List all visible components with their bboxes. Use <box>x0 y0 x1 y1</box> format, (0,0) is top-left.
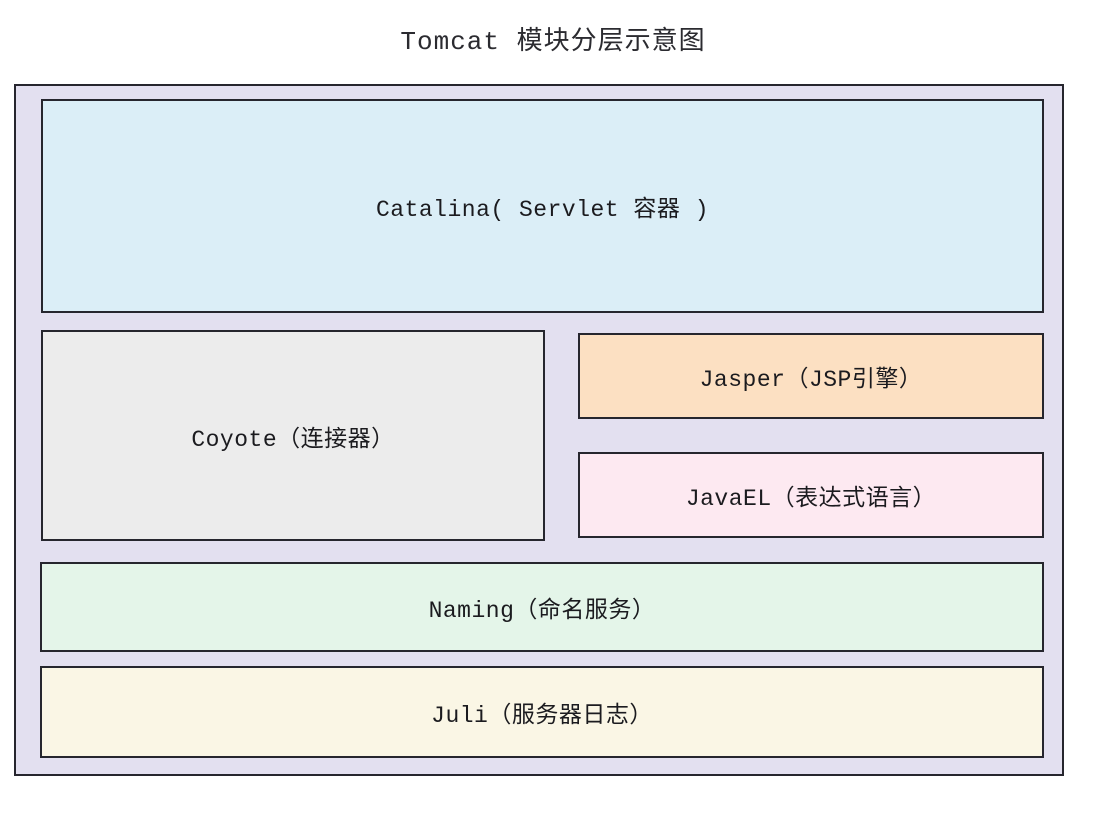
module-box-coyote: Coyote（连接器） <box>41 330 545 541</box>
module-box-naming: Naming（命名服务） <box>40 562 1044 652</box>
module-label-jasper: Jasper（JSP引擎） <box>699 367 923 393</box>
module-label-javael: JavaEL（表达式语言） <box>685 486 937 512</box>
tomcat-outer-container: Catalina( Servlet 容器 ) Coyote（连接器） Jaspe… <box>14 84 1064 776</box>
module-box-juli: Juli（服务器日志） <box>40 666 1044 758</box>
module-label-naming: Naming（命名服务） <box>428 598 656 624</box>
module-label-coyote: Coyote（连接器） <box>191 426 395 453</box>
module-label-catalina: Catalina( Servlet 容器 ) <box>375 197 710 223</box>
module-box-jasper: Jasper（JSP引擎） <box>578 333 1044 419</box>
diagram-title: Tomcat 模块分层示意图 <box>400 27 706 57</box>
module-box-javael: JavaEL（表达式语言） <box>578 452 1044 538</box>
module-label-juli: Juli（服务器日志） <box>431 703 653 729</box>
module-box-catalina: Catalina( Servlet 容器 ) <box>41 99 1044 313</box>
